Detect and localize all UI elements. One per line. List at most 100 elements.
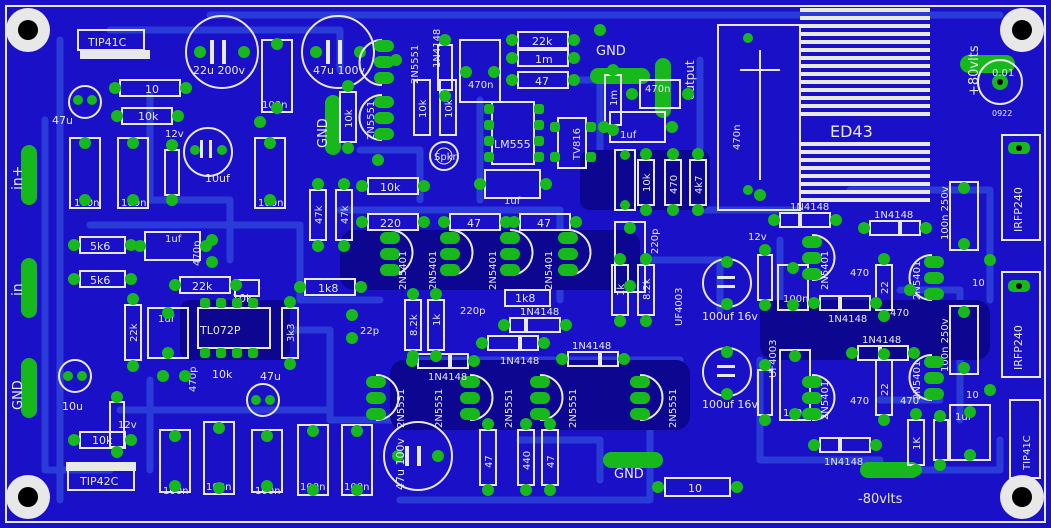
film-cap-1uf-a: 1uf bbox=[504, 196, 521, 207]
res-5k6-a: 5k6 bbox=[90, 240, 110, 253]
mounting-hole-br bbox=[1000, 475, 1044, 519]
cap-47u-a-label: 47u bbox=[52, 114, 73, 127]
speaker-label: Spkr bbox=[434, 152, 457, 163]
electrolytic-caps bbox=[58, 15, 1023, 491]
vres-10k-b: 10k bbox=[418, 99, 429, 118]
res-1k8-a: 1k8 bbox=[318, 282, 338, 295]
label-470-a: 470 bbox=[850, 268, 869, 279]
d-1n4148-h: 1N4148 bbox=[862, 335, 901, 346]
d-12v-c: 12v bbox=[118, 420, 137, 431]
through-hole-pads bbox=[68, 24, 996, 496]
film-cap-470n-a: 470n bbox=[468, 80, 493, 91]
d-uf4003-a: UF4003 bbox=[674, 287, 685, 326]
ic-lm555: LM555 bbox=[491, 101, 535, 165]
vres-47-low: 47 bbox=[484, 455, 495, 468]
tip41-top-transistor: TIP41C bbox=[77, 29, 150, 59]
d-1n4148-a: 1N4148 bbox=[520, 307, 559, 318]
vres-3k3: 3k3 bbox=[286, 323, 297, 342]
cap-47u-100v-b-label: 47u 100v bbox=[394, 438, 407, 490]
vres-1k-a: 1k bbox=[432, 314, 443, 326]
irfp240-lower: IRFP240 bbox=[1001, 271, 1041, 378]
res-10-bottom: 10 bbox=[688, 482, 702, 495]
vres-470: 470 bbox=[669, 175, 680, 194]
film-cap-22p: 22p bbox=[360, 326, 379, 337]
q-2n5401-b: 2N5401 bbox=[428, 251, 439, 290]
d-1n4148-c: 1N4148 bbox=[572, 341, 611, 352]
q-2n5401-a: 2N5401 bbox=[398, 251, 409, 290]
vres-8k2-a: 8.2k bbox=[409, 314, 420, 336]
q-2n5401-c: 2N5401 bbox=[488, 251, 499, 290]
vres-47k-a: 47k bbox=[314, 205, 325, 224]
irfp240-upper: IRFP240 bbox=[1001, 134, 1041, 241]
tip41-right-label: TIP41C bbox=[1022, 435, 1033, 471]
vres-10k-a: 10k bbox=[344, 109, 355, 128]
q-2n5551-top-a: 2N5551 bbox=[410, 45, 421, 84]
q-2n5551-low-a: 2N5551 bbox=[396, 389, 407, 428]
res-47-top: 47 bbox=[535, 75, 549, 88]
film-cap-220p-a: 220p bbox=[650, 229, 661, 254]
d-1n4148-b: 1N4148 bbox=[500, 356, 539, 367]
d-1n4148-e: 1N4148 bbox=[790, 202, 829, 213]
ecap-pads bbox=[63, 46, 1008, 462]
label-470-c: 470 bbox=[850, 396, 869, 407]
label-in: in bbox=[10, 283, 26, 296]
res-47-mid-a: 47 bbox=[467, 217, 481, 230]
label-neg-rail: -80vlts bbox=[858, 492, 903, 507]
transformer-label: ED43 bbox=[830, 122, 873, 141]
vres-4k7: 4k7 bbox=[694, 175, 705, 194]
res-10k-mid: 10k bbox=[380, 181, 401, 194]
q-2n5551-top-b: 2N5551 bbox=[366, 101, 377, 140]
q-2n5551-low-d: 2N5551 bbox=[568, 389, 579, 428]
label-470-d: 470 bbox=[900, 396, 919, 407]
label-gnd-mid: GND bbox=[316, 118, 331, 148]
cap-polarity-bars bbox=[200, 40, 735, 466]
vres-22k: 22k bbox=[129, 323, 140, 342]
vres-1k-right: 1K bbox=[912, 437, 923, 450]
ic-tl072: TL072P bbox=[197, 307, 271, 349]
label-gnd-bottom: GND bbox=[614, 467, 644, 482]
cap-470n-large-label: 470n bbox=[732, 125, 743, 150]
mounting-hole-bl bbox=[6, 475, 50, 519]
vres-10k-c: 10k bbox=[444, 99, 455, 118]
d-12v-b: 12v bbox=[748, 232, 767, 243]
d-uf4003-b: UF4003 bbox=[768, 339, 779, 378]
cap-22u-label: 22u 200v bbox=[193, 64, 245, 77]
label-gnd-left: GND bbox=[11, 380, 26, 410]
film-cap-220p-b: 220p bbox=[460, 306, 485, 317]
res-22k-top: 22k bbox=[532, 35, 553, 48]
tip41-top-label: TIP41C bbox=[87, 36, 127, 49]
mounting-holes bbox=[6, 8, 1044, 519]
vres-1k-b: 1k bbox=[616, 284, 627, 296]
connector-pads bbox=[21, 55, 1015, 478]
speaker-buzzer: Spkr bbox=[429, 141, 459, 171]
transistor-labels: 2N5551 2N5551 2N5401 2N5401 2N5401 2N540… bbox=[366, 45, 923, 428]
vertical-resistor-labels: 10k 10k 10k 47k 47k 22k 3k3 8.2k 1k 1k 8… bbox=[129, 90, 923, 470]
label-10-right-b: 10 bbox=[966, 390, 979, 401]
label-470-b: 470 bbox=[890, 308, 909, 319]
ic-tv816-label: TV816 bbox=[572, 128, 583, 161]
cap-47u-b-label: 47u bbox=[260, 370, 281, 383]
q-2n5401-right-d: 2N5401 bbox=[912, 361, 923, 400]
film-cap-470p-b: 470p bbox=[188, 367, 199, 392]
board-outline bbox=[5, 5, 1046, 523]
irfp240-upper-label: IRFP240 bbox=[1012, 187, 1025, 232]
ic-pins bbox=[200, 104, 596, 358]
film-cap-100n-250v-b: 100n 250v bbox=[940, 318, 951, 372]
d-1n4148-top: 1N4148 bbox=[432, 29, 443, 68]
cap-001-label: 0.01 bbox=[992, 68, 1014, 79]
to92-pads bbox=[366, 40, 944, 420]
cap-100uf-16v-a-label: 100uf 16v bbox=[702, 310, 758, 323]
res-10-top: 10 bbox=[145, 83, 159, 96]
cap-10u-label: 10u bbox=[62, 400, 83, 413]
label-10-right-a: 10 bbox=[972, 278, 985, 289]
q-2n5401-right-c: 2N5401 bbox=[820, 381, 831, 420]
tip41-right-transistor: TIP41C bbox=[1009, 399, 1041, 479]
transformer-heatsink: ED43 bbox=[800, 8, 930, 202]
cap-0922-label: 0922 bbox=[992, 109, 1012, 118]
ic-tv816: TV816 bbox=[557, 117, 587, 169]
diode-labels: 1N4148 1N4148 1N4148 1N4148 1N4148 1N414… bbox=[118, 29, 913, 468]
film-cap-470p-a: 470p bbox=[192, 241, 203, 266]
vres-8k2-b: 8.2k bbox=[642, 278, 653, 300]
d-1n4148-g: 1N4148 bbox=[828, 314, 867, 325]
